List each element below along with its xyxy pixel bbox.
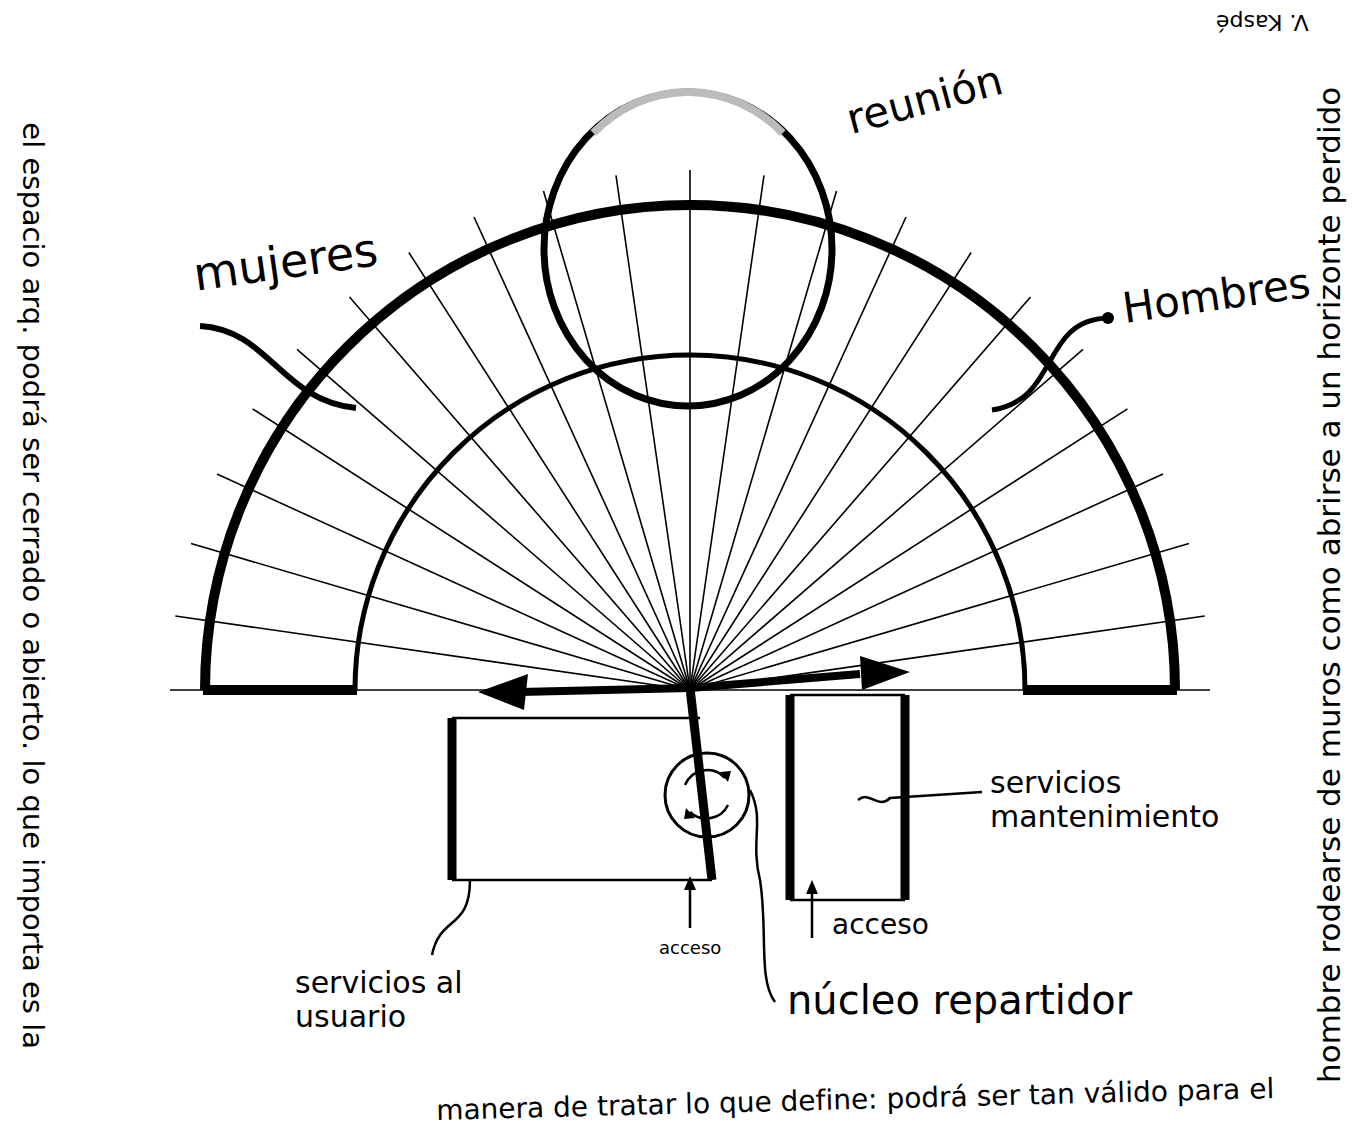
leader-line [750, 790, 775, 1002]
arrow-head [684, 876, 696, 890]
radial-line [690, 191, 837, 690]
radial-lines [170, 170, 1210, 690]
leader-line [432, 880, 470, 955]
band-end [1023, 685, 1177, 695]
note-text: hombre rodearse de muros como abrirse a … [1312, 85, 1348, 1085]
radial-line [690, 253, 971, 690]
meeting-circle: reunión [540, 88, 836, 410]
access-label: acceso [830, 909, 931, 941]
callout-label: servicios al usuario [293, 966, 487, 1035]
note-text: el espacio arq. podrá ser cerrado o abie… [15, 120, 48, 1051]
radial-line [409, 253, 690, 690]
leader-line [858, 792, 982, 802]
callout-label: núcleo repartidor [785, 977, 1134, 1023]
radial-line [690, 349, 1083, 690]
signature: V. Kaspé [1214, 10, 1311, 35]
radial-line [690, 689, 1210, 691]
note-text: manera de tratar lo que define: podrá se… [434, 1073, 1277, 1127]
room-wall [790, 899, 905, 902]
direction-arrow [520, 688, 690, 692]
leader-line [200, 326, 356, 408]
room-wall [786, 695, 795, 900]
room-wall [790, 694, 905, 697]
shading [593, 92, 782, 133]
radial-line [690, 217, 906, 690]
leader-line [992, 318, 1108, 410]
radial-line [191, 543, 690, 690]
arrow-head [684, 808, 695, 819]
radial-line [297, 349, 690, 690]
access-label: acceso [657, 938, 723, 959]
radial-line [616, 175, 690, 690]
radial-line [690, 175, 764, 690]
radial-line [690, 474, 1163, 690]
area-label: mujeres [188, 223, 383, 302]
callout-label: servicios mantenimiento [988, 766, 1262, 835]
radial-line [349, 297, 690, 690]
circulation-arrow [685, 770, 725, 785]
circle-outline [540, 88, 836, 410]
radial-line [690, 409, 1127, 690]
radial-line [690, 543, 1189, 690]
radial-line [690, 297, 1031, 690]
arrow-head [720, 771, 731, 782]
area-label: Hombres [1118, 259, 1316, 334]
radial-line [543, 191, 690, 690]
room-name: reunión [840, 56, 1010, 145]
radial-line [690, 616, 1205, 690]
radial-line [217, 474, 690, 690]
circulation-arrow [690, 805, 728, 818]
radial-line [175, 616, 690, 690]
arrow-head [806, 880, 818, 894]
room-wall [452, 717, 700, 720]
direction-arrow [690, 674, 860, 688]
arrow-head [478, 674, 528, 710]
circle-outline [544, 92, 832, 406]
radial-line [689, 170, 691, 690]
room-wall [448, 718, 457, 880]
access-arrow [689, 888, 692, 928]
arrow-head [860, 656, 910, 690]
band-end [203, 685, 357, 695]
radial-line [253, 409, 690, 690]
access-arrow [811, 892, 814, 938]
room-wall [452, 879, 712, 882]
distribution-core [665, 753, 749, 837]
radial-line [474, 217, 690, 690]
